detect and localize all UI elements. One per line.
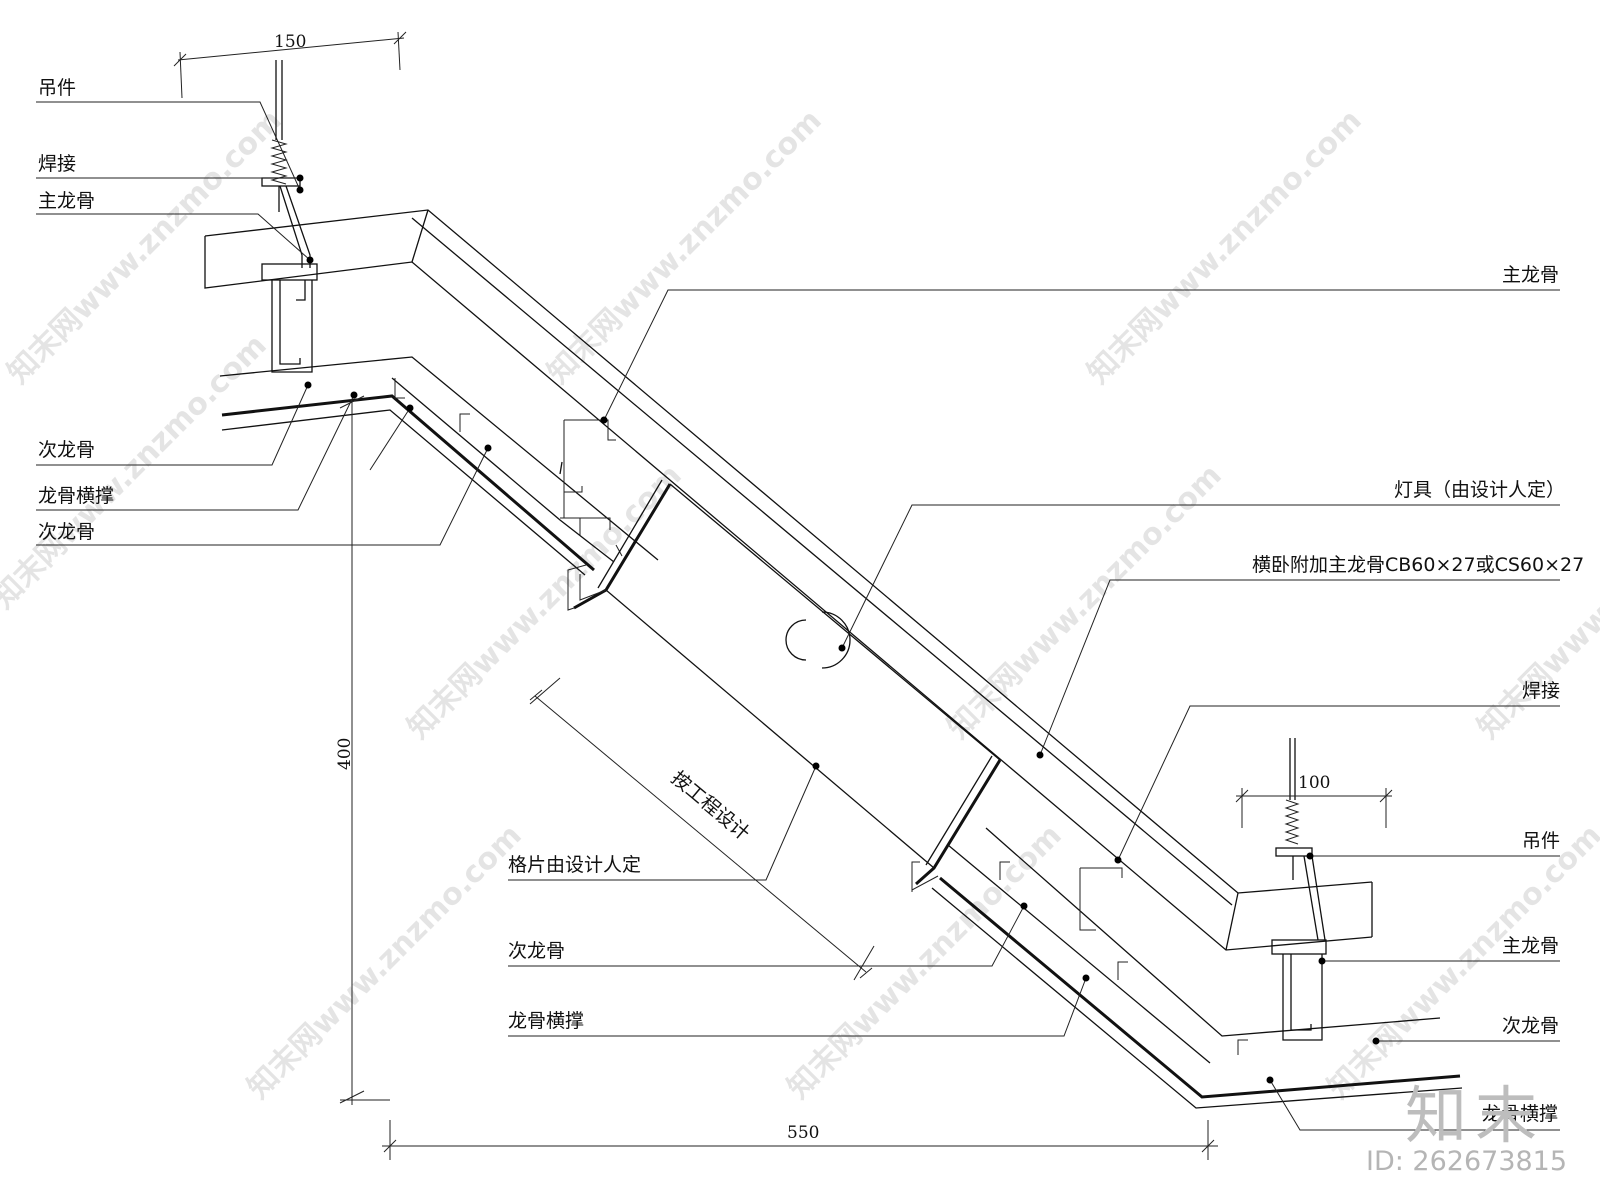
label-weld-left: 焊接 bbox=[38, 153, 76, 175]
dimension-bottom-value: 550 bbox=[787, 1123, 819, 1143]
watermark-image-id: ID: 262673815 bbox=[1366, 1146, 1568, 1177]
main-keel-top bbox=[204, 209, 1373, 951]
label-keel-brace-middle: 龙骨横撑 bbox=[508, 1010, 584, 1032]
grille-panel bbox=[559, 419, 1123, 931]
label-secondary-keel-right: 次龙骨 bbox=[1502, 1015, 1559, 1037]
label-per-design: 按工程设计 bbox=[667, 767, 754, 845]
labels-right: 主龙骨 灯具（由设计人定） 横卧附加主龙骨CB60×27或CS60×27 焊接 … bbox=[1252, 264, 1584, 1125]
dimension-height: 400 bbox=[335, 395, 390, 1105]
label-extra-main-keel: 横卧附加主龙骨CB60×27或CS60×27 bbox=[1252, 554, 1584, 576]
leaders-left bbox=[36, 101, 492, 546]
watermark-text: 知末网www.znzmo.com bbox=[1321, 818, 1600, 1106]
labels-left: 吊件 焊接 主龙骨 次龙骨 龙骨横撑 次龙骨 bbox=[38, 77, 114, 543]
left-hanger-assembly bbox=[261, 60, 318, 373]
secondary-keel-lower bbox=[219, 356, 1463, 1109]
dimension-per-design: 按工程设计 bbox=[529, 677, 875, 981]
dimension-top-value: 150 bbox=[274, 32, 306, 52]
watermark-text: 知末网www.znzmo.com bbox=[1471, 458, 1600, 746]
labels-middle: 格片由设计人定 次龙骨 龙骨横撑 bbox=[508, 854, 641, 1032]
label-keel-brace-left: 龙骨横撑 bbox=[38, 485, 114, 507]
watermark-brand-logo: 知末 bbox=[1405, 1079, 1546, 1152]
watermark-text: 知末网www.znzmo.com bbox=[241, 818, 529, 1106]
label-secondary-keel-middle: 次龙骨 bbox=[508, 940, 565, 962]
label-secondary-keel-left-1: 次龙骨 bbox=[38, 439, 95, 461]
dimension-bottom: 550 bbox=[382, 1120, 1218, 1160]
label-main-keel-right: 主龙骨 bbox=[1502, 935, 1559, 957]
lamp-symbol bbox=[785, 611, 851, 669]
watermark-text: 知末网www.znzmo.com bbox=[401, 458, 689, 746]
label-secondary-keel-left-2: 次龙骨 bbox=[38, 521, 95, 543]
label-keel-brace-right: 龙骨横撑 bbox=[1482, 1103, 1558, 1125]
dimension-right: 100 bbox=[1235, 773, 1393, 828]
leaders-middle bbox=[508, 762, 1090, 1037]
label-hanger-right: 吊件 bbox=[1522, 830, 1560, 852]
label-hanger-left: 吊件 bbox=[38, 77, 76, 99]
label-main-keel-left: 主龙骨 bbox=[38, 190, 95, 212]
label-lamp: 灯具（由设计人定） bbox=[1394, 479, 1565, 501]
watermark-group: 知末网www.znzmo.com 知末网www.znzmo.com 知末网www… bbox=[0, 103, 1600, 1106]
right-hanger-assembly bbox=[1271, 738, 1327, 1041]
label-grille: 格片由设计人定 bbox=[508, 854, 641, 876]
label-weld-right: 焊接 bbox=[1522, 680, 1560, 702]
dimension-right-value: 100 bbox=[1298, 773, 1330, 793]
watermark-text: 知末网www.znzmo.com bbox=[541, 103, 829, 391]
dimension-top: 150 bbox=[173, 31, 407, 99]
watermark-text: 知末网www.znzmo.com bbox=[941, 458, 1229, 746]
watermark-text: 知末网www.znzmo.com bbox=[781, 818, 1069, 1106]
dimension-height-value: 400 bbox=[335, 738, 355, 770]
watermark-text: 知末网www.znzmo.com bbox=[1081, 103, 1369, 391]
leaders-right bbox=[600, 289, 1560, 1131]
label-main-keel-top-right: 主龙骨 bbox=[1502, 264, 1559, 286]
